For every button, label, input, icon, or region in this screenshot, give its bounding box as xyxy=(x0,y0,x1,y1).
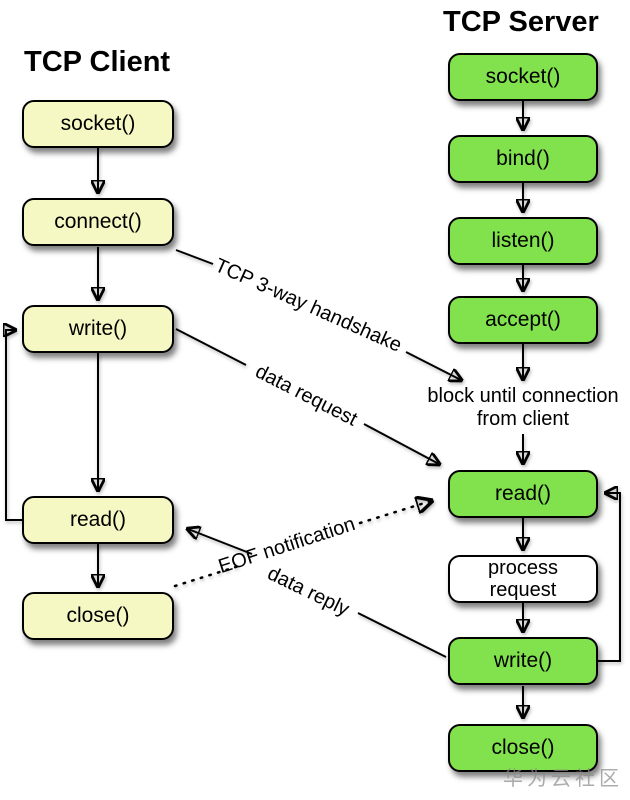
server-accept-box: accept() xyxy=(448,296,598,344)
block-note-line2: from client xyxy=(476,408,570,430)
process-request-line1: process xyxy=(487,557,559,579)
server-bind-box: bind() xyxy=(448,135,598,183)
server-close-box: close() xyxy=(448,724,598,772)
client-column-title: TCP Client xyxy=(24,46,171,78)
server-write-box: write() xyxy=(448,637,598,685)
data-request-line-start xyxy=(175,328,247,366)
process-request-line2: request xyxy=(489,579,557,601)
client-socket-box: socket() xyxy=(22,100,174,148)
server-column-title: TCP Server xyxy=(443,6,599,38)
client-connect-box: connect() xyxy=(22,198,174,246)
data-reply-line-start xyxy=(357,612,447,658)
eof-notification-line-start xyxy=(173,563,244,588)
client-close-box: close() xyxy=(22,592,174,640)
eof-notification-line-end xyxy=(358,501,431,525)
data-reply-line-end xyxy=(188,529,253,555)
arrow-client-read-loop-to-write xyxy=(6,330,22,521)
client-write-box: write() xyxy=(22,305,174,353)
block-until-connection-note: block until connection from client xyxy=(427,385,618,431)
server-listen-box: listen() xyxy=(448,217,598,265)
arrow-server-write-loop-to-read xyxy=(598,493,621,662)
block-note-line1: block until connection xyxy=(427,385,619,407)
server-read-box: read() xyxy=(448,470,598,518)
data-request-line-end xyxy=(363,423,439,464)
client-read-box: read() xyxy=(22,496,174,544)
server-process-request-box: process request xyxy=(448,555,598,603)
server-socket-box: socket() xyxy=(448,53,598,101)
handshake-line-start xyxy=(175,249,214,265)
handshake-line-end xyxy=(405,351,461,380)
watermark: 华为云社区 xyxy=(503,768,623,790)
